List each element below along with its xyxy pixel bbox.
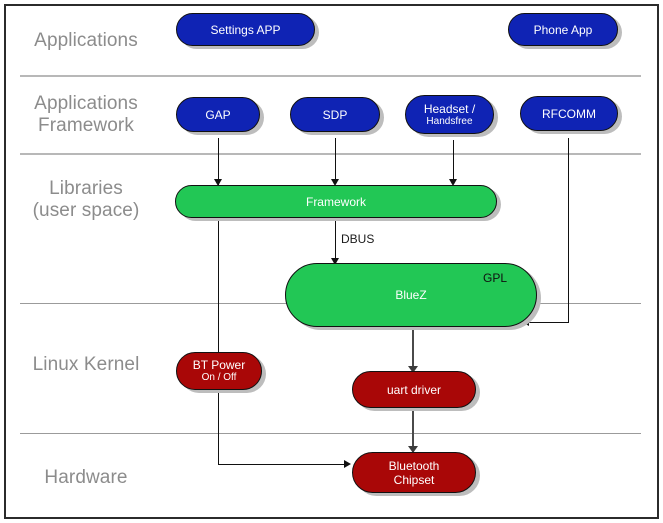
node-bluetooth-chipset-label: Bluetooth [388,458,440,473]
edge-sdp-arrowhead [331,179,339,186]
node-bt-power-label: BT Power [192,358,246,372]
edge-rfcomm-horizontal [528,322,569,323]
node-bluez-label: BlueZ [395,288,427,302]
separator-kernel [20,433,641,434]
edge-label-dbus: DBUS [341,232,375,246]
edge-bluez-uart-vertical [412,327,414,371]
node-rfcomm-label: RFCOMM [542,106,596,121]
edge-dbus-vertical [335,219,336,263]
edge-gap-arrowhead [344,460,351,468]
node-headset-handsfree[interactable]: Headset / Handsfree [405,95,494,134]
node-settings-app[interactable]: Settings APP [176,13,315,46]
edge-headset-arrowhead [449,179,457,186]
layer-label-linux-kernel: Linux Kernel [32,354,140,375]
node-headset-handsfree-sublabel: Handsfree [426,115,473,127]
node-bt-power[interactable]: BT Power On / Off [176,352,262,390]
layer-label-hardware: Hardware [44,467,128,488]
edge-headset-vertical [453,140,454,181]
node-headset-handsfree-label: Headset / [423,101,476,116]
node-bluez[interactable]: BlueZ [285,263,537,327]
edge-rfcomm-vertical [568,138,569,322]
node-rfcomm[interactable]: RFCOMM [520,96,618,131]
edge-gap-vertical [218,138,219,464]
node-bluetooth-chipset[interactable]: Bluetooth Chipset [352,452,476,493]
edge-gap-framework-arrowhead [214,179,222,186]
node-sdp[interactable]: SDP [290,97,380,132]
layer-label-libraries: Libraries (user space) [32,178,140,221]
diagram-frame [4,4,659,519]
node-framework-label: Framework [305,194,366,209]
node-phone-app-label: Phone App [533,22,593,37]
edge-dbus-arrowhead [331,258,339,265]
edge-gap-horizontal [218,464,345,465]
node-framework[interactable]: Framework [175,185,497,218]
node-uart-driver[interactable]: uart driver [352,371,476,408]
layer-label-applications-framework: Applications Framework [34,93,138,136]
node-settings-app-label: Settings APP [210,22,281,37]
edge-bluez-uart-arrowhead [408,366,418,373]
node-bt-power-sublabel: On / Off [201,372,237,383]
node-gap-label: GAP [205,107,231,122]
node-bluetooth-chipset-sublabel: Chipset [393,472,435,487]
node-gap[interactable]: GAP [176,97,260,132]
edge-uart-chipset-arrowhead [408,446,418,453]
separator-framework [20,153,641,155]
node-uart-driver-label: uart driver [386,382,442,397]
node-sdp-label: SDP [322,107,348,122]
edge-uart-chipset-vertical [412,408,414,452]
separator-applications [20,75,641,77]
node-bluez-license-tag: GPL [483,271,508,285]
node-phone-app[interactable]: Phone App [508,13,618,46]
edge-sdp-vertical [335,138,336,181]
layer-label-applications: Applications [34,30,138,51]
